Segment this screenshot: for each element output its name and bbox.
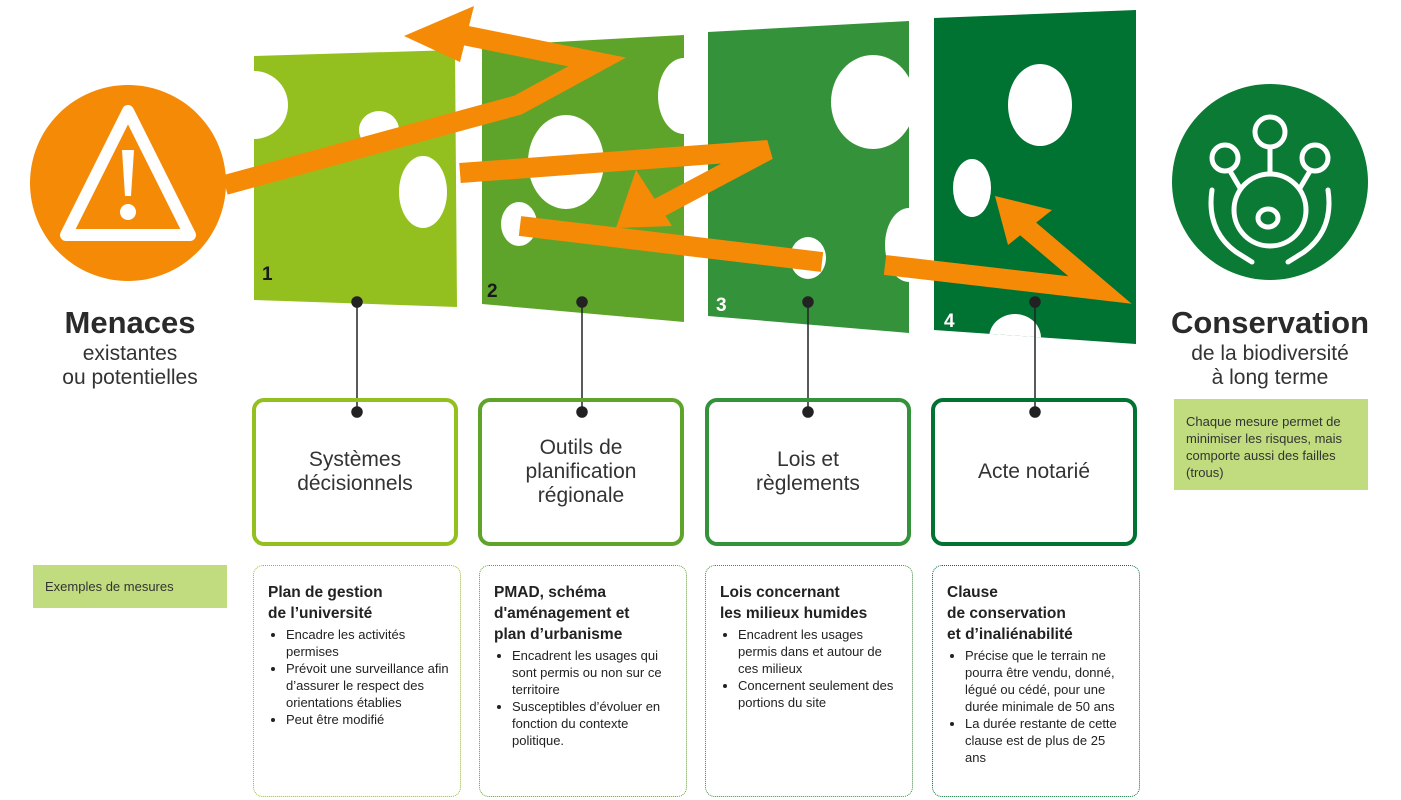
arrow-path-upper [222, 22, 626, 195]
threat-subtitle-2: ou potentielles [62, 366, 198, 389]
conservation-label: Conservation de la biodiversité à long t… [1150, 304, 1390, 390]
layer-label-line: Systèmes [308, 448, 402, 471]
layer-label-line: Acte notarié [977, 460, 1091, 483]
list-item: La durée restante de cette clause est de… [965, 715, 1129, 766]
example-card-title: Lois concernant les milieux humides [720, 584, 868, 622]
list-item: Concernent seulement des portions du sit… [738, 677, 902, 711]
example-card-4: Clause de conservation et d’inaliénabili… [932, 565, 1140, 797]
example-bullets: Encadrent les usages permis dans et auto… [720, 626, 902, 711]
arrow-head-right [995, 196, 1052, 245]
side-note: Chaque mesure permet de minimiser les ri… [1174, 399, 1368, 490]
hands-globe-trees-icon [1208, 114, 1332, 265]
arrow-path-right [883, 214, 1132, 304]
list-item: Susceptibles d’évoluer en fonction du co… [512, 698, 676, 749]
list-item: Encadrent les usages permis dans et auto… [738, 626, 902, 677]
layer-label-line: Outils de [539, 436, 623, 459]
slice-number-4: 4 [944, 311, 955, 332]
slice-number-3: 3 [716, 295, 727, 316]
slice-number-1: 1 [262, 264, 273, 285]
threat-label: Menaces existantes ou potentielles [20, 304, 240, 390]
threat-subtitle-1: existantes [82, 342, 178, 365]
layer-label-line: règlements [756, 472, 860, 495]
example-card-title: Clause de conservation et d’inaliénabili… [947, 584, 1073, 643]
example-card-2: PMAD, schéma d'aménagement et plan d’urb… [479, 565, 687, 797]
conservation-circle [1172, 84, 1368, 280]
example-card-1: Plan de gestion de l’université Encadre … [253, 565, 461, 797]
arrow-head-middle [616, 170, 672, 228]
layer-box-4: Acte notarié [931, 398, 1137, 546]
list-item: Encadrent les usages qui sont permis ou … [512, 647, 676, 698]
layer-box-3: Lois et règlements [705, 398, 911, 546]
threat-circle [30, 85, 226, 281]
arrow-path-middle [459, 140, 773, 219]
layer-label-line: planification [525, 460, 637, 483]
layer-box-1: Systèmes décisionnels [252, 398, 458, 546]
layer-box-2: Outils de planification régionale [478, 398, 684, 546]
layer-label-line: Lois et [777, 448, 839, 471]
slice-number-2: 2 [487, 281, 498, 302]
arrow-path-lower [518, 216, 824, 272]
example-bullets: Encadrent les usages qui sont permis ou … [494, 647, 676, 749]
list-item: Prévoit une surveillance afin d’assurer … [286, 660, 450, 711]
examples-label: Exemples de mesures [33, 565, 227, 608]
warning-triangle-icon [60, 105, 196, 241]
conservation-subtitle-1: de la biodiversité [1191, 342, 1349, 365]
threat-arrows [222, 6, 1132, 304]
example-card-3: Lois concernant les milieux humides Enca… [705, 565, 913, 797]
arrow-head-upper [404, 6, 474, 62]
conservation-subtitle-2: à long terme [1211, 366, 1329, 389]
list-item: Peut être modifié [286, 711, 450, 728]
example-card-title: PMAD, schéma d'aménagement et plan d’urb… [494, 584, 630, 643]
example-bullets: Précise que le terrain ne pourra être ve… [947, 647, 1129, 766]
connectors [351, 296, 1041, 418]
example-card-title: Plan de gestion de l’université [268, 584, 383, 622]
layer-label-line: régionale [537, 484, 625, 507]
example-bullets: Encadre les activités permises Prévoit u… [268, 626, 450, 728]
threat-title: Menaces [64, 305, 196, 340]
cheese-slice-3 [708, 21, 909, 333]
layer-label-line: décisionnels [297, 472, 413, 495]
list-item: Encadre les activités permises [286, 626, 450, 660]
list-item: Précise que le terrain ne pourra être ve… [965, 647, 1129, 715]
conservation-title: Conservation [1170, 305, 1370, 340]
